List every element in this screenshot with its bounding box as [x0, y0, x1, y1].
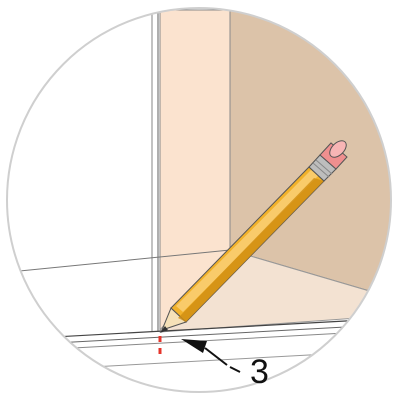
step-number-label: 3 [250, 353, 269, 391]
back-panel-shadow [230, 10, 398, 300]
